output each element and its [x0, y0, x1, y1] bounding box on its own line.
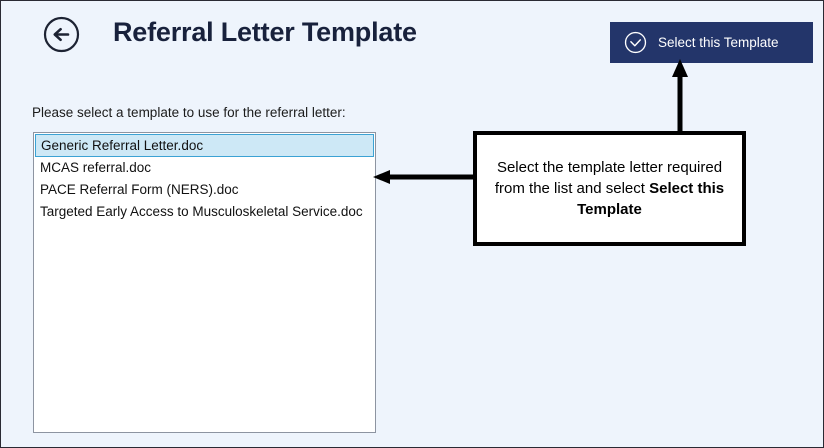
- page-header: Referral Letter Template Select this Tem…: [1, 1, 823, 83]
- callout-text-plain: Select the template letter required from…: [494, 159, 723, 197]
- select-this-template-label: Select this Template: [658, 35, 779, 50]
- annotation-callout-text: Select the template letter required from…: [477, 157, 742, 220]
- list-item[interactable]: PACE Referral Form (NERS).doc: [40, 182, 239, 197]
- instruction-label: Please select a template to use for the …: [32, 105, 346, 120]
- back-button[interactable]: [43, 16, 80, 53]
- arrow-to-list: [373, 170, 475, 184]
- select-this-template-button[interactable]: Select this Template: [610, 22, 813, 63]
- circle-arrow-left-icon: [43, 16, 80, 53]
- template-listbox[interactable]: Generic Referral Letter.doc MCAS referra…: [33, 132, 376, 433]
- list-item[interactable]: MCAS referral.doc: [40, 160, 152, 175]
- arrow-to-button: [672, 59, 688, 133]
- list-item[interactable]: Targeted Early Access to Musculoskeletal…: [40, 204, 363, 219]
- list-item[interactable]: Generic Referral Letter.doc: [35, 134, 374, 157]
- circle-check-icon: [624, 31, 647, 54]
- callout-text-bold: Select this Template: [577, 180, 725, 218]
- page-title: Referral Letter Template: [113, 17, 417, 47]
- annotation-callout: Select the template letter required from…: [473, 131, 746, 246]
